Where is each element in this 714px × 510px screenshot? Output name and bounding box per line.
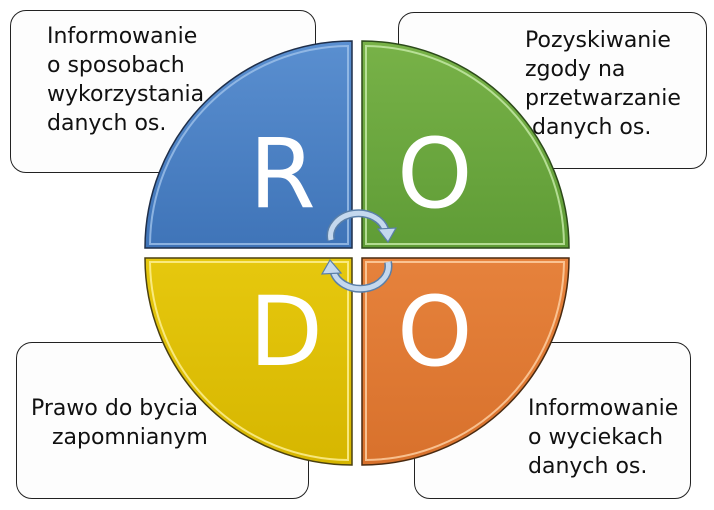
label-informowanie-sposobach: Informowanie o sposobach wykorzystania d… xyxy=(47,24,205,136)
quadrant-r xyxy=(144,40,353,249)
quadrant-o-top xyxy=(361,40,570,249)
letter-r: R xyxy=(249,118,316,230)
letter-o-bottom: O xyxy=(397,276,473,388)
letter-d: D xyxy=(249,276,323,388)
label-informowanie-wyciekach: Informowanie o wyciekach danych os. xyxy=(528,396,679,479)
label-prawo-zapomnianym: Prawo do bycia zapomnianym xyxy=(31,396,208,450)
cycle-arrows-icon xyxy=(320,209,398,293)
quadrant-o-bottom xyxy=(361,257,570,466)
label-pozyskiwanie-zgody: Pozyskiwanie zgody na przetwarzanie dany… xyxy=(525,28,681,140)
quadrant-d xyxy=(144,257,353,466)
letter-o-top: O xyxy=(397,118,473,230)
